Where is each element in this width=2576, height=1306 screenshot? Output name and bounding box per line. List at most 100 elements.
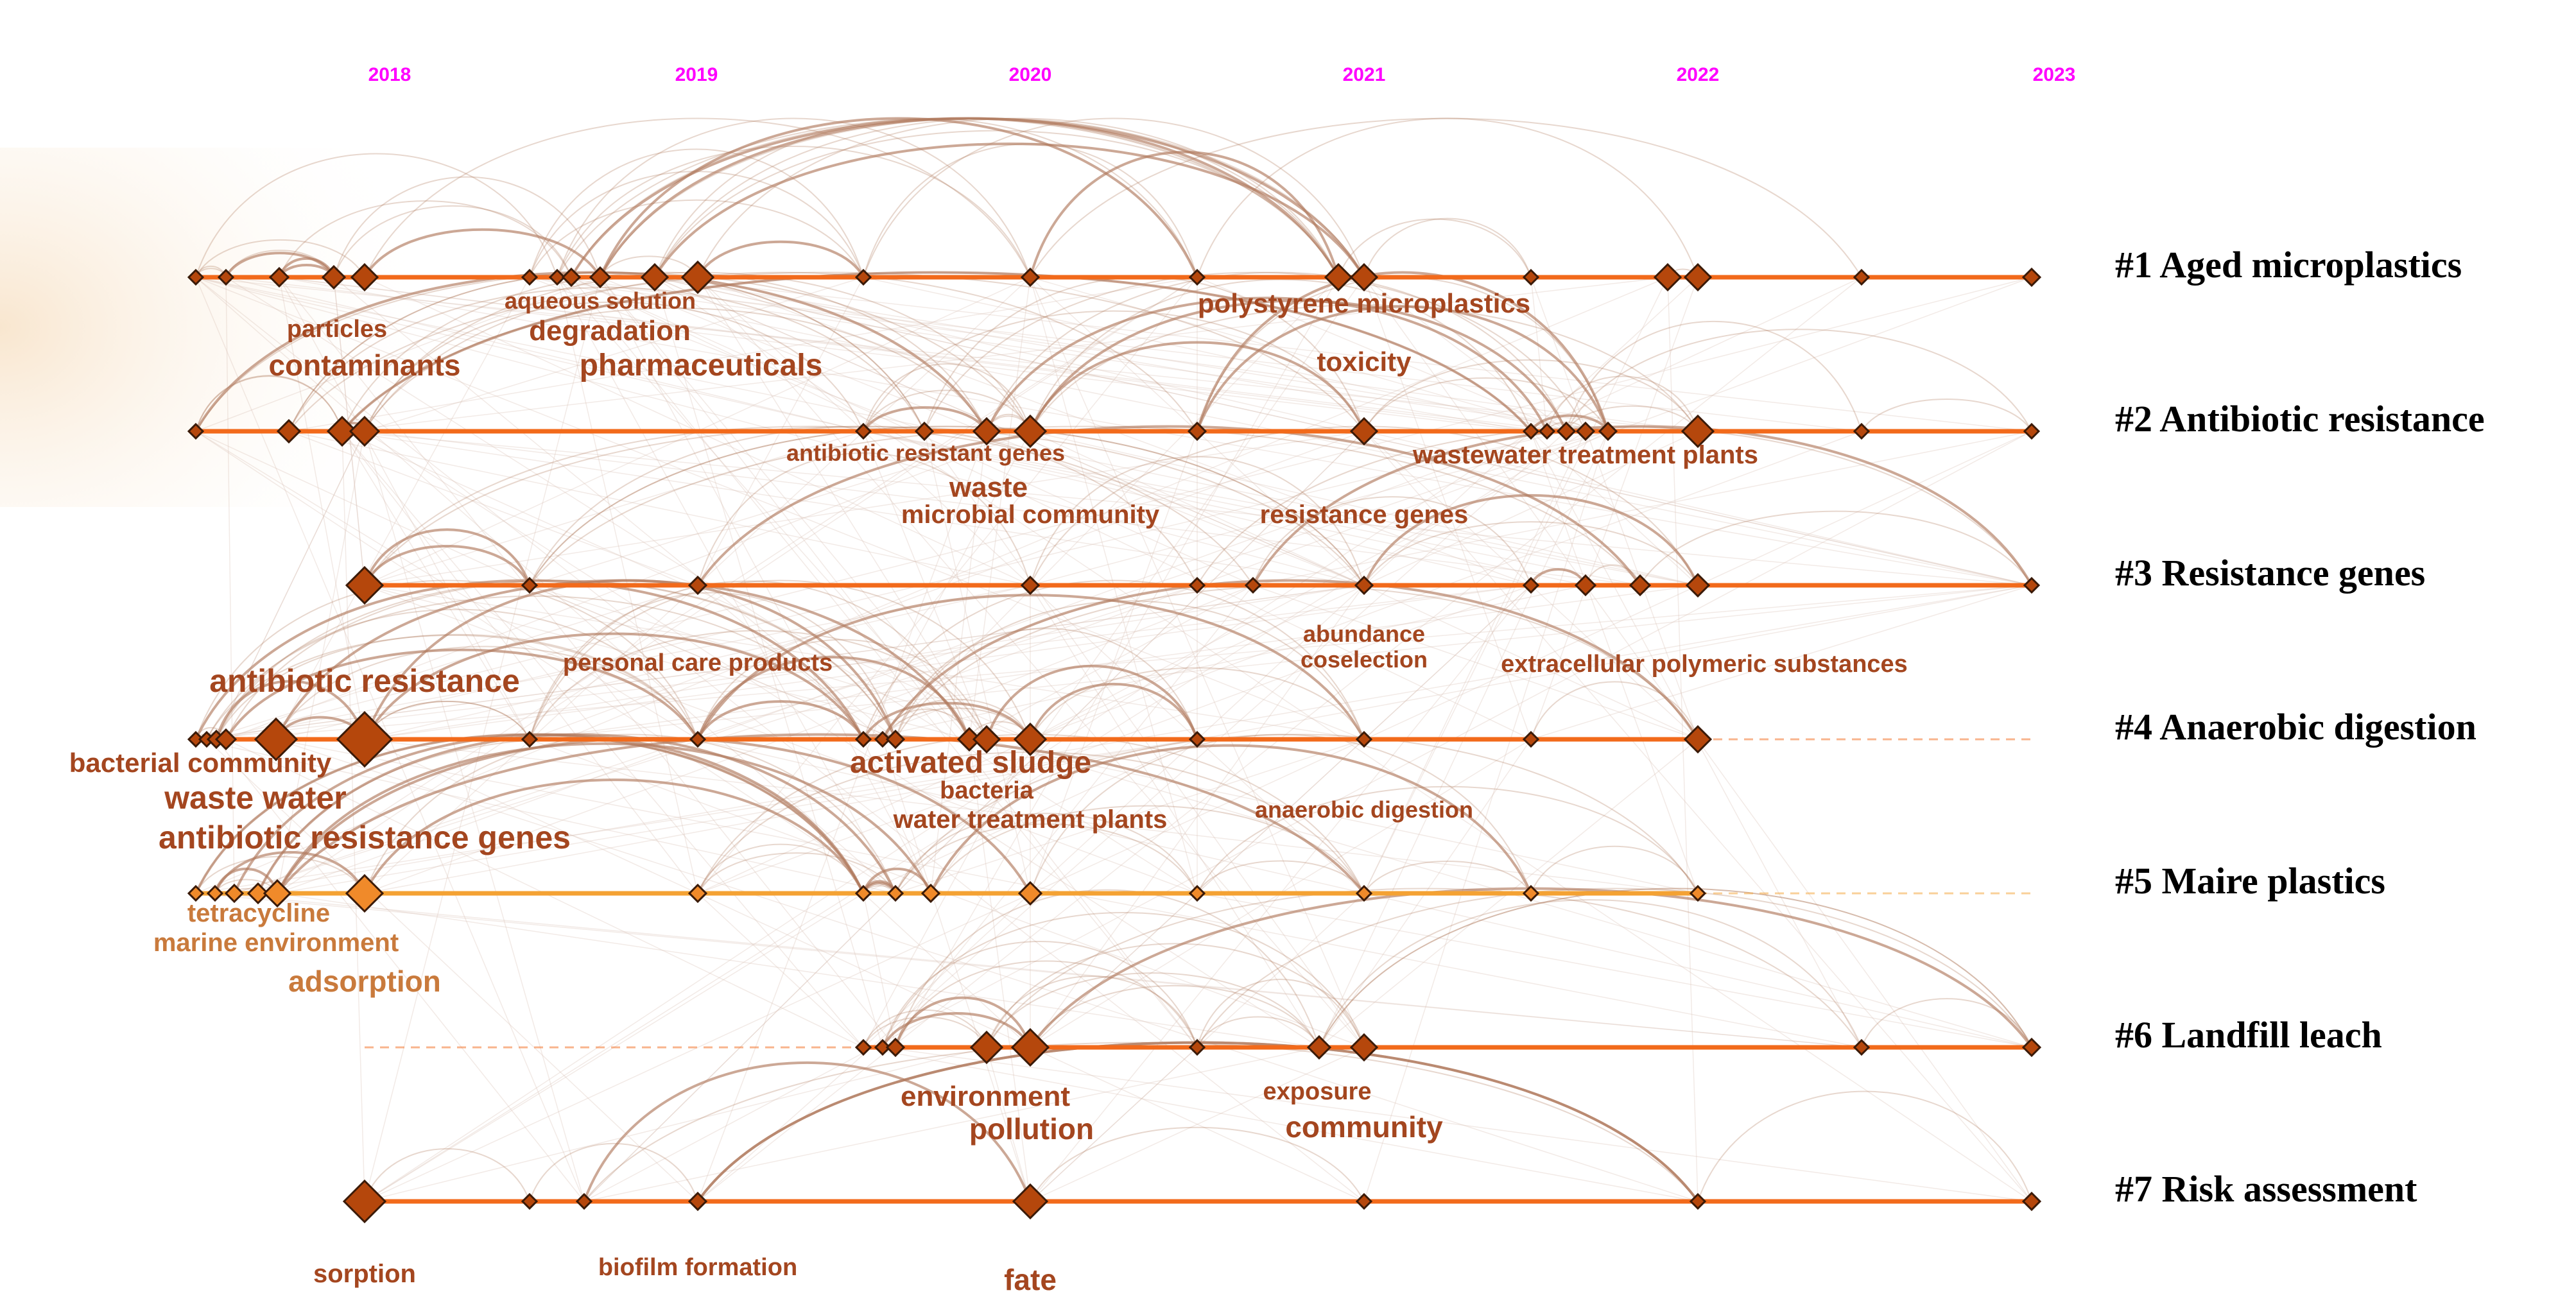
co-citation-arc bbox=[895, 812, 1198, 894]
keyword-node bbox=[548, 268, 566, 286]
co-citation-arc bbox=[1197, 978, 1365, 1048]
citation-link bbox=[225, 277, 235, 894]
co-citation-arc bbox=[599, 117, 1340, 278]
co-citation-arc bbox=[924, 271, 1586, 432]
keyword-node bbox=[1538, 422, 1556, 440]
keyword-label: resistance genes bbox=[1260, 501, 1469, 529]
citation-link bbox=[924, 431, 1031, 894]
citation-link bbox=[364, 1047, 987, 1202]
co-citation-arc bbox=[1363, 218, 1532, 278]
co-citation-arc bbox=[653, 142, 1365, 279]
citation-link bbox=[863, 1047, 1699, 1202]
citation-link bbox=[341, 277, 1668, 432]
keyword-label: aqueous solution bbox=[505, 288, 696, 314]
citation-link bbox=[195, 277, 1365, 740]
citation-link bbox=[583, 1047, 1320, 1202]
citation-link bbox=[1530, 277, 1862, 432]
citation-link bbox=[986, 1047, 1031, 1202]
keyword-nodes bbox=[187, 260, 2042, 1224]
co-citation-arc bbox=[225, 648, 699, 741]
co-citation-arc bbox=[1252, 496, 1532, 586]
co-citation-arc bbox=[1363, 521, 1699, 586]
citation-link bbox=[529, 431, 1031, 586]
co-citation-arc bbox=[529, 592, 896, 740]
co-citation-arc bbox=[863, 117, 1365, 278]
keyword-node bbox=[1013, 722, 1048, 757]
keyword-node bbox=[680, 260, 715, 295]
keyword-node bbox=[1306, 1035, 1332, 1060]
citation-link bbox=[1030, 585, 1365, 1048]
cluster-lines bbox=[196, 275, 2032, 1204]
co-citation-arc bbox=[195, 580, 698, 740]
co-citation-arc bbox=[529, 425, 1641, 586]
co-citation-arc bbox=[363, 632, 865, 740]
cluster-label: #3 Resistance genes bbox=[2115, 552, 2425, 594]
keyword-node bbox=[885, 1037, 906, 1058]
keyword-label: activated sludge bbox=[850, 746, 1091, 780]
keyword-node bbox=[345, 565, 385, 605]
keyword-node bbox=[1020, 267, 1041, 288]
citation-link bbox=[969, 739, 1699, 894]
cluster-label: #7 Risk assessment bbox=[2115, 1168, 2417, 1210]
keyword-node bbox=[1355, 884, 1373, 902]
citation-link bbox=[195, 739, 1198, 894]
co-citation-arc bbox=[929, 744, 1532, 894]
keyword-label: community bbox=[1285, 1110, 1443, 1144]
keyword-node bbox=[1522, 884, 1540, 902]
citation-link bbox=[895, 277, 1339, 1048]
co-citation-arc bbox=[697, 843, 864, 894]
citation-link bbox=[364, 739, 1365, 1202]
keyword-node bbox=[1188, 730, 1206, 748]
co-citation-arc bbox=[986, 972, 1320, 1048]
citation-link bbox=[364, 585, 1031, 740]
co-citation-arc bbox=[225, 580, 896, 740]
co-citation-arc bbox=[206, 635, 698, 740]
keyword-node bbox=[1575, 421, 1596, 442]
co-citation-arc bbox=[863, 580, 1365, 740]
co-citation-arc bbox=[1318, 888, 2032, 1048]
co-citation-arc bbox=[288, 287, 925, 432]
co-citation-arc bbox=[863, 363, 1031, 432]
co-citation-arc bbox=[529, 580, 1031, 740]
citation-link bbox=[1030, 585, 1532, 1048]
keyword-labels: particles contaminants aqueous solution … bbox=[69, 288, 1908, 1296]
keyword-node bbox=[1598, 421, 1618, 442]
co-citation-arc bbox=[895, 600, 1365, 740]
keyword-node bbox=[874, 730, 892, 748]
citation-link bbox=[279, 277, 530, 740]
co-citation-arc bbox=[1363, 359, 1699, 432]
citation-link bbox=[195, 893, 1862, 1048]
co-citation-arc bbox=[1546, 375, 1699, 432]
co-citation-arc bbox=[1197, 117, 1699, 278]
co-citation-arc bbox=[1697, 1090, 2032, 1202]
co-citation-arc bbox=[654, 130, 1339, 278]
keyword-label: antibiotic resistance genes bbox=[159, 820, 571, 855]
keyword-label: waste bbox=[949, 472, 1028, 503]
keyword-label: biofilm formation bbox=[598, 1254, 797, 1281]
citation-link bbox=[1030, 431, 1699, 586]
citation-link bbox=[277, 893, 1320, 1048]
co-citation-arc bbox=[363, 545, 531, 586]
citation-link bbox=[341, 431, 1365, 586]
citation-link bbox=[364, 431, 1641, 586]
keyword-label: degradation bbox=[529, 315, 691, 347]
co-citation-arc bbox=[1197, 1016, 1320, 1048]
co-citation-arc bbox=[215, 680, 366, 740]
citation-link bbox=[863, 277, 1567, 432]
co-citation-arc bbox=[279, 200, 572, 278]
keyword-node bbox=[1653, 262, 1682, 292]
keyword-node bbox=[1574, 574, 1597, 597]
keyword-label: fate bbox=[1004, 1263, 1057, 1296]
keyword-node bbox=[1188, 268, 1206, 286]
citation-link bbox=[195, 431, 896, 894]
keyword-node bbox=[1349, 1033, 1379, 1062]
keyword-node bbox=[1020, 575, 1041, 596]
keyword-node bbox=[689, 730, 707, 748]
co-citation-arc bbox=[333, 205, 572, 278]
keyword-node bbox=[921, 883, 941, 904]
co-citation-arc bbox=[895, 734, 1699, 894]
co-citation-arc bbox=[1530, 845, 1699, 894]
co-citation-arc bbox=[697, 117, 1339, 278]
keyword-node bbox=[349, 415, 381, 447]
